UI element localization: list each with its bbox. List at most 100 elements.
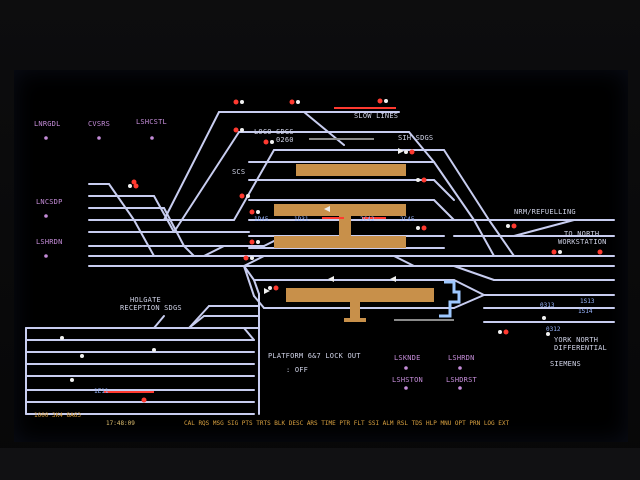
signal-red xyxy=(377,98,383,104)
signal-arrow xyxy=(324,206,330,212)
signal-red xyxy=(239,193,245,199)
workstation-label: WORKSTATION xyxy=(558,238,607,246)
track-line xyxy=(163,207,185,247)
monitor-bezel xyxy=(0,448,640,480)
location-label: LNCSDP xyxy=(36,198,63,206)
lockout-state: : OFF xyxy=(286,366,309,374)
reception-sdgs-label: RECEPTION SDGS xyxy=(120,304,182,312)
signal-red xyxy=(409,149,415,155)
platform-block xyxy=(286,288,434,302)
track-line xyxy=(108,183,135,221)
location-label: LSHCSTL xyxy=(136,118,167,126)
location-marker xyxy=(404,366,408,370)
location-label: LSHRDN xyxy=(36,238,63,246)
signal-aspect xyxy=(384,99,388,103)
track-line xyxy=(303,111,345,146)
signal-aspect xyxy=(240,100,244,104)
to-north-label: TO NORTH xyxy=(564,230,600,238)
signal-aspect xyxy=(268,286,272,290)
location-marker xyxy=(44,136,48,140)
track-line xyxy=(433,161,475,221)
signal-red xyxy=(597,249,603,255)
track-line xyxy=(203,245,225,257)
signal-aspect xyxy=(416,178,420,182)
signal-aspect xyxy=(250,256,254,260)
location-marker xyxy=(150,136,154,140)
track-line xyxy=(243,265,255,297)
platform-block xyxy=(344,318,366,322)
signal-red xyxy=(233,99,239,105)
signal-red xyxy=(233,127,239,133)
train-descriptor[interactable]: 2C45 xyxy=(400,216,415,223)
platform-block xyxy=(274,236,406,248)
ident-readout: 1000 3K4 8A63 xyxy=(34,412,81,419)
track-line xyxy=(153,315,165,329)
signal-red xyxy=(503,329,509,335)
location-marker xyxy=(97,136,101,140)
track-line xyxy=(153,195,175,233)
area-label: SCS xyxy=(232,168,246,176)
train-descriptor[interactable]: 1S13 xyxy=(580,298,595,305)
signal-aspect xyxy=(240,128,244,132)
signal-red xyxy=(249,209,255,215)
signal-aspect xyxy=(80,354,84,358)
track-line xyxy=(473,219,495,257)
location-label: LNRGDL xyxy=(34,120,61,128)
status-bar[interactable]: CAL RQS MSG SIG PTS TRTS BLK DESC ARS TI… xyxy=(184,420,510,427)
signal-red xyxy=(141,397,147,403)
route-highlight xyxy=(439,280,461,318)
track-line xyxy=(188,305,210,329)
track-line xyxy=(453,294,485,309)
location-label: LSKNDE xyxy=(394,354,421,362)
location-marker xyxy=(404,386,408,390)
location-label: LSHSTON xyxy=(392,376,423,384)
location-marker xyxy=(458,366,462,370)
track-line xyxy=(133,219,155,257)
track-line xyxy=(488,219,515,257)
platform-block xyxy=(296,164,406,176)
train-descriptor[interactable]: 2C42 xyxy=(360,216,375,223)
track-line xyxy=(433,179,455,201)
train-descriptor[interactable]: 1S14 xyxy=(578,308,593,315)
platform-block xyxy=(339,216,351,236)
signal-aspect xyxy=(256,210,260,214)
signal-arrow xyxy=(398,148,404,154)
signal-aspect xyxy=(60,336,64,340)
signal-aspect xyxy=(558,250,562,254)
track-line xyxy=(233,149,275,221)
platform-block xyxy=(274,204,406,216)
siemens-label: SIEMENS xyxy=(550,360,581,368)
signal-aspect xyxy=(296,100,300,104)
holgate-label: HOLGATE xyxy=(130,296,161,304)
slow-lines-label: SLOW LINES xyxy=(354,112,399,120)
loco-sdgs-label: LOCO SDGS xyxy=(254,128,294,136)
signal-number: 0313 xyxy=(540,302,555,309)
signal-red xyxy=(273,285,279,291)
signal-red xyxy=(249,239,255,245)
track-line xyxy=(393,255,415,267)
train-descriptor[interactable]: 1E11 xyxy=(94,388,109,395)
track-line xyxy=(443,149,490,221)
train-descriptor[interactable]: 1D31 xyxy=(294,216,309,223)
signal-red xyxy=(421,225,427,231)
signal-aspect xyxy=(270,140,274,144)
track-line xyxy=(253,279,260,295)
signal-aspect xyxy=(506,224,510,228)
train-descriptor[interactable]: 1D45 xyxy=(254,216,269,223)
location-marker xyxy=(44,214,48,218)
location-marker xyxy=(458,386,462,390)
clock: 17:48:09 xyxy=(106,420,135,427)
signal-aspect xyxy=(404,150,408,154)
signal-aspect xyxy=(152,348,156,352)
track-line xyxy=(453,265,495,281)
location-label: CVSRS xyxy=(88,120,111,128)
platform-block xyxy=(350,302,360,320)
location-label: LSHDRST xyxy=(446,376,477,384)
sih-sdgs-label: SIH SDGS xyxy=(398,134,434,142)
differential-label: DIFFERENTIAL xyxy=(554,344,607,352)
signal-red xyxy=(243,255,249,261)
york-label: YORK NORTH xyxy=(554,336,599,344)
signal-aspect xyxy=(546,332,550,336)
signal-aspect xyxy=(416,226,420,230)
track-line xyxy=(173,131,240,233)
